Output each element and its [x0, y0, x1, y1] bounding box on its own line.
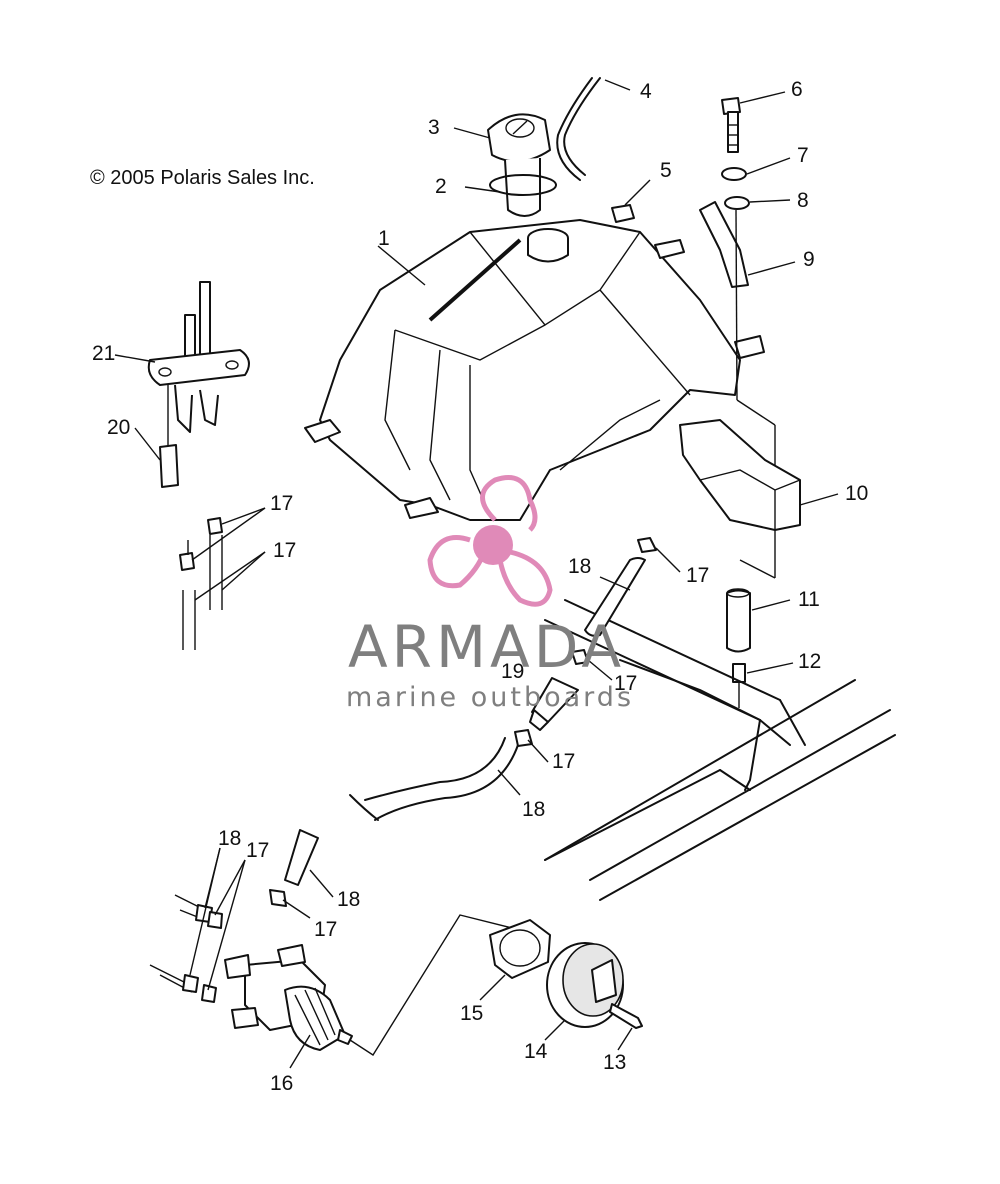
petcock-screw: [159, 444, 179, 488]
spacer: [726, 589, 751, 653]
mount-bolt: [721, 97, 741, 153]
callout-17e: 17: [246, 839, 269, 862]
callout-17b: 17: [686, 564, 709, 587]
callout-13: 13: [603, 1051, 626, 1074]
callout-18d: 18: [218, 827, 241, 850]
callout-18c: 18: [522, 798, 545, 821]
callout-16: 16: [270, 1072, 293, 1095]
callout-2: 2: [435, 175, 447, 198]
callout-5: 5: [660, 159, 672, 182]
support-block: [679, 419, 801, 531]
washer-7: [721, 167, 747, 181]
callout-18a: 17: [273, 539, 296, 562]
cover-screw: [609, 1003, 643, 1029]
callout-15: 15: [460, 1002, 483, 1025]
callout-17c: 17: [614, 672, 637, 695]
callout-11: 11: [798, 588, 820, 611]
gauge-cover: [546, 942, 624, 1028]
logo-brand-text: ARMADA: [348, 613, 625, 681]
callout-19: 19: [501, 660, 524, 683]
callout-3: 3: [428, 116, 440, 139]
propeller-icon: [427, 475, 553, 607]
lock-nut: [489, 919, 551, 979]
callout-10: 10: [845, 482, 868, 505]
callout-21: 21: [92, 342, 115, 365]
petcock-hoses: [179, 517, 223, 650]
o-ring: [489, 174, 557, 196]
armada-logo: ARMADA marine outboards: [346, 475, 634, 713]
callout-9: 9: [803, 248, 815, 271]
fuel-petcock: [147, 281, 250, 433]
frame: [544, 599, 896, 901]
callout-8: 8: [797, 189, 809, 212]
callout-1: 1: [378, 227, 390, 250]
bushing: [732, 663, 746, 683]
lower-hose: [364, 737, 506, 801]
mount-bracket: [699, 201, 749, 288]
leader-lines: [114, 79, 839, 1069]
fuel-tank: [304, 219, 765, 521]
washer-8: [724, 196, 750, 210]
callout-7: 7: [797, 144, 809, 167]
fuel-cap: [487, 113, 551, 217]
callout-17f: 17: [314, 918, 337, 941]
vent-hose: [563, 77, 601, 176]
callout-17d: 17: [552, 750, 575, 773]
center-hose: [571, 537, 657, 665]
callout-18e: 18: [337, 888, 360, 911]
callout-17a: 17: [270, 492, 293, 515]
fuel-pump: [149, 829, 353, 1051]
callout-6: 6: [791, 78, 803, 101]
logo-tagline-text: marine outboards: [346, 682, 634, 713]
callout-14: 14: [524, 1040, 548, 1063]
callout-20: 20: [107, 416, 130, 439]
callout-4: 4: [640, 80, 652, 103]
copyright-text: © 2005 Polaris Sales Inc.: [90, 167, 315, 189]
callouts: 1 2 3 4 5 6 7 8 9 10 11 12 13 14 15 16 1…: [92, 78, 868, 1095]
callout-12: 12: [798, 650, 821, 673]
vent-fitting: [611, 204, 635, 223]
callout-18b: 18: [568, 555, 591, 578]
